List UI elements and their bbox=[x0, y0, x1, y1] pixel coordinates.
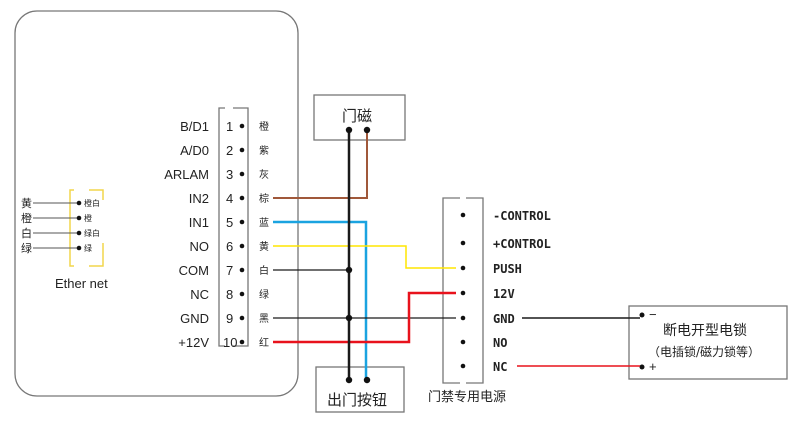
power-terminal-label: GND bbox=[493, 312, 515, 326]
power-terminal-dot bbox=[460, 315, 466, 321]
terminal-dot bbox=[239, 243, 245, 249]
wire-in2-brown bbox=[273, 133, 368, 199]
wire-no-yellow bbox=[273, 245, 456, 269]
junction-dot bbox=[345, 126, 353, 134]
power-terminal-label: -CONTROL bbox=[493, 209, 551, 223]
ethernet-label: Ether net bbox=[55, 276, 108, 291]
terminal-signal-label: GND bbox=[180, 311, 209, 326]
terminal-number: 6 bbox=[226, 239, 233, 254]
terminal-wire-color: 红 bbox=[259, 336, 269, 349]
wire-in1-blue bbox=[273, 220, 368, 378]
power-terminal-label: 12V bbox=[493, 287, 515, 301]
terminal-number: 8 bbox=[226, 287, 233, 302]
ethernet-bracket-bottom-right bbox=[89, 243, 104, 267]
power-terminal-label: NC bbox=[493, 360, 507, 374]
power-terminal-dot bbox=[460, 212, 466, 218]
power-terminal-label: PUSH bbox=[493, 262, 522, 276]
terminal-wire-color: 绿 bbox=[259, 288, 269, 301]
terminal-wire-color: 橙 bbox=[259, 120, 269, 133]
terminal-number: 1 bbox=[226, 119, 233, 134]
ethernet-pin-label: 橙 bbox=[84, 213, 92, 223]
terminal-wire-color: 黑 bbox=[259, 313, 269, 325]
door-sensor-box bbox=[313, 94, 406, 141]
terminal-wire-color: 棕 bbox=[259, 192, 269, 205]
terminal-number: 9 bbox=[226, 311, 233, 326]
junction-dot bbox=[345, 376, 353, 384]
ethernet-wire-color: 白 bbox=[21, 226, 32, 240]
power-supply-label: 门禁专用电源 bbox=[428, 390, 506, 405]
ethernet-wire-color: 黄 bbox=[21, 196, 32, 210]
electric-lock-box bbox=[628, 305, 788, 380]
ethernet-bracket-left bbox=[69, 189, 74, 267]
terminal-number: 2 bbox=[226, 143, 233, 158]
ethernet-wire-color: 橙 bbox=[21, 211, 32, 225]
power-terminal-dot bbox=[460, 339, 466, 345]
ethernet-pin-dot bbox=[76, 200, 82, 206]
power-terminal-dot bbox=[460, 363, 466, 369]
terminal-wire-color: 白 bbox=[259, 264, 269, 277]
terminal-signal-label: IN1 bbox=[189, 215, 209, 230]
terminal-dot bbox=[239, 123, 245, 129]
terminal-block bbox=[218, 107, 249, 347]
terminal-number: 10 bbox=[223, 335, 237, 350]
ethernet-pin-label: 绿白 bbox=[84, 228, 100, 238]
terminal-dot bbox=[239, 171, 245, 177]
door-sensor-label: 门磁 bbox=[342, 107, 372, 125]
junction-dot bbox=[345, 314, 353, 322]
terminal-dot bbox=[239, 219, 245, 225]
controller-body bbox=[14, 10, 299, 397]
lock-minus-label: − bbox=[649, 307, 657, 322]
terminal-wire-color: 紫 bbox=[259, 145, 269, 157]
lock-title: 断电开型电锁 bbox=[663, 323, 747, 339]
junction-dot bbox=[345, 266, 353, 274]
junction-dot bbox=[363, 376, 371, 384]
terminal-signal-label: +12V bbox=[178, 335, 209, 350]
terminal-number: 3 bbox=[226, 167, 233, 182]
ethernet-pin-dot bbox=[76, 215, 82, 221]
terminal-signal-label: NC bbox=[190, 287, 209, 302]
terminal-signal-label: COM bbox=[179, 263, 209, 278]
ethernet-pin-label: 橙白 bbox=[84, 198, 100, 208]
lock-plus-label: + bbox=[649, 359, 657, 374]
terminal-signal-label: B/D1 bbox=[180, 119, 209, 134]
terminal-dot bbox=[239, 315, 245, 321]
terminal-number: 5 bbox=[226, 215, 233, 230]
terminal-dot bbox=[239, 147, 245, 153]
terminal-number: 7 bbox=[226, 263, 233, 278]
exit-button-label: 出门按钮 bbox=[327, 391, 387, 409]
lock-minus-terminal bbox=[639, 312, 645, 318]
terminal-dot bbox=[239, 291, 245, 297]
terminal-signal-label: NO bbox=[190, 239, 210, 254]
terminal-signal-label: A/D0 bbox=[180, 143, 209, 158]
terminal-wire-color: 黄 bbox=[259, 240, 269, 253]
ethernet-port bbox=[69, 189, 104, 267]
ethernet-wire-color: 绿 bbox=[21, 241, 32, 255]
terminal-dot bbox=[239, 195, 245, 201]
ethernet-pin-dot bbox=[76, 230, 82, 236]
terminal-wire-color: 灰 bbox=[259, 168, 269, 181]
junction-dot bbox=[363, 126, 371, 134]
terminal-signal-label: ARLAM bbox=[164, 167, 209, 182]
terminal-signal-label: IN2 bbox=[189, 191, 209, 206]
power-terminal-dot bbox=[460, 240, 466, 246]
lock-plus-terminal bbox=[639, 364, 645, 370]
terminal-wire-color: 蓝 bbox=[259, 217, 269, 229]
terminal-dot bbox=[239, 267, 245, 273]
ethernet-pin-dot bbox=[76, 245, 82, 251]
wires bbox=[273, 126, 640, 384]
power-terminal-label: NO bbox=[493, 336, 507, 350]
wire-12v-red bbox=[273, 291, 456, 344]
terminal-number: 4 bbox=[226, 191, 233, 206]
ethernet-pin-label: 绿 bbox=[84, 244, 92, 253]
power-terminal-dot bbox=[460, 265, 466, 271]
exit-button-box bbox=[315, 366, 405, 413]
lock-subtitle: （电插锁/磁力锁等） bbox=[648, 344, 760, 359]
power-terminal-dot bbox=[460, 290, 466, 296]
power-terminal-label: +CONTROL bbox=[493, 237, 551, 251]
power-supply-block bbox=[442, 197, 484, 384]
ethernet-bracket-top-right bbox=[89, 189, 104, 200]
terminal-dot bbox=[239, 339, 245, 345]
